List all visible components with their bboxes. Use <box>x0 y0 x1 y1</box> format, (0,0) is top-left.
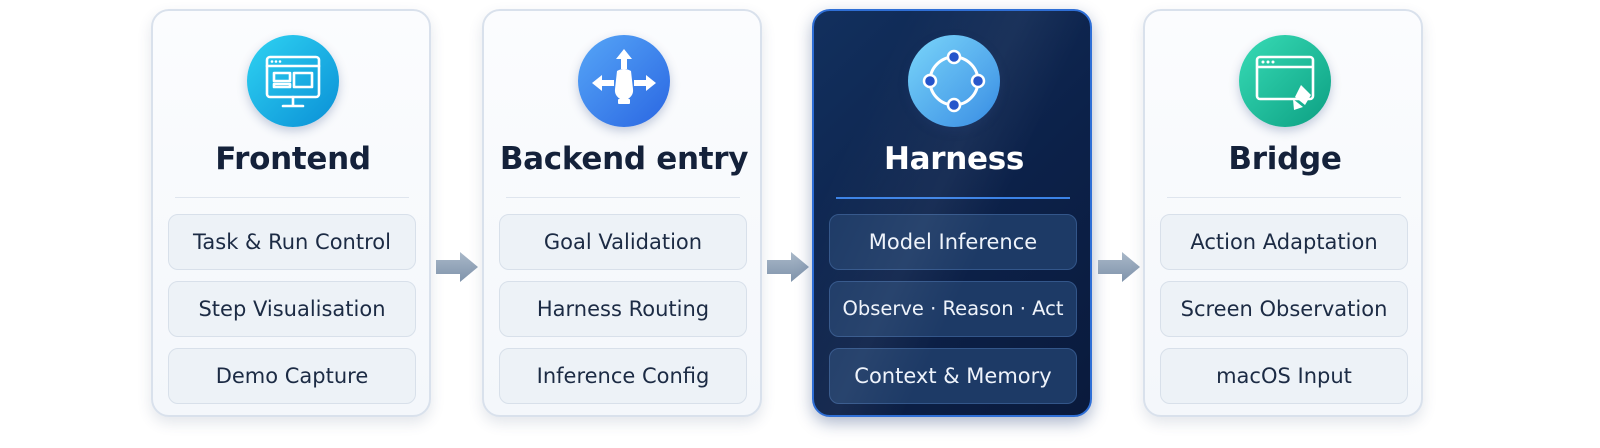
card-title: Backend entry <box>499 141 749 177</box>
card-item: Goal Validation <box>499 214 747 270</box>
card-item: Task & Run Control <box>168 214 416 270</box>
card-item: Harness Routing <box>499 281 747 337</box>
card-title: Frontend <box>215 141 371 177</box>
card-item: Action Adaptation <box>1160 214 1408 270</box>
card-harness: Harness Model Inference Observe · Reason… <box>812 9 1092 417</box>
arrow-icon <box>767 252 809 282</box>
routing-arrows-icon <box>578 35 670 127</box>
card-item: Demo Capture <box>168 348 416 404</box>
card-item: Context & Memory <box>829 348 1077 404</box>
card-item: Observe · Reason · Act <box>829 281 1077 337</box>
divider <box>1167 197 1401 198</box>
loop-nodes-icon <box>908 35 1000 127</box>
card-item: Step Visualisation <box>168 281 416 337</box>
divider <box>175 197 409 198</box>
card-item: macOS Input <box>1160 348 1408 404</box>
card-bridge: Bridge Action Adaptation Screen Observat… <box>1143 9 1423 417</box>
divider <box>836 197 1070 199</box>
card-item: Model Inference <box>829 214 1077 270</box>
card-title: Bridge <box>1228 141 1342 177</box>
card-title: Harness <box>883 141 1025 177</box>
monitor-window-icon <box>247 35 339 127</box>
card-item: Screen Observation <box>1160 281 1408 337</box>
divider <box>506 197 740 198</box>
card-backend-entry: Backend entry Goal Validation Harness Ro… <box>482 9 762 417</box>
card-frontend: Frontend Task & Run Control Step Visuali… <box>151 9 431 417</box>
browser-window-edit-icon <box>1239 35 1331 127</box>
arrow-icon <box>1098 252 1140 282</box>
arrow-icon <box>436 252 478 282</box>
card-item: Inference Config <box>499 348 747 404</box>
